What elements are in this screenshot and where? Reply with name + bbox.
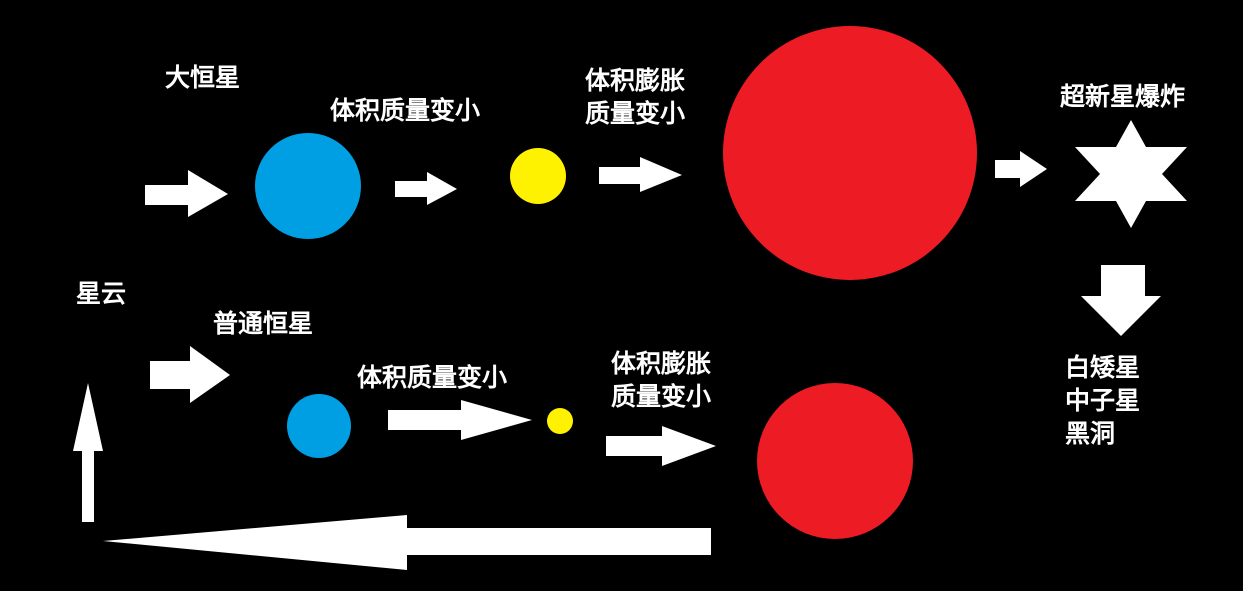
lower-expand-label: 体积膨胀 质量变小	[611, 347, 711, 413]
arrow-lower-shrink	[388, 400, 532, 440]
return-arrow-up	[73, 383, 103, 522]
arrow-to-massive-star	[145, 170, 228, 217]
ordinary-star-label: 普通恒星	[213, 309, 314, 338]
supernova-explosion-icon	[1075, 120, 1187, 228]
red-giant-circle	[757, 383, 913, 539]
remnant-black-hole: 黑洞	[1065, 419, 1116, 448]
arrow-to-ordinary-star	[150, 346, 230, 403]
arrow-upper-shrink	[395, 172, 457, 205]
arrow-down-to-remnant	[1081, 265, 1161, 336]
ordinary-star-blue-circle	[287, 394, 351, 458]
upper-yellow-star-circle	[510, 148, 566, 204]
arrow-to-supernova	[995, 151, 1047, 187]
remnant-label: 白矮星 中子星 黑洞	[1065, 351, 1140, 450]
upper-expand-line-1: 体积膨胀	[585, 66, 686, 95]
lower-yellow-star-circle	[547, 408, 573, 434]
remnant-neutron-star: 中子星	[1065, 386, 1141, 415]
remnant-white-dwarf: 白矮星	[1065, 353, 1141, 382]
nebula-label: 星云	[76, 279, 127, 308]
arrow-lower-expand	[606, 426, 716, 466]
upper-shrink-label: 体积质量变小	[330, 96, 481, 125]
lower-shrink-label: 体积质量变小	[357, 363, 508, 392]
massive-star-blue-circle	[255, 133, 361, 239]
upper-expand-line-2: 质量变小	[585, 99, 686, 128]
lower-expand-line-1: 体积膨胀	[611, 349, 712, 378]
arrow-upper-expand	[599, 157, 682, 192]
red-supergiant-circle	[723, 26, 977, 280]
return-arrow-left	[103, 515, 711, 570]
supernova-label: 超新星爆炸	[1060, 82, 1186, 111]
upper-expand-label: 体积膨胀 质量变小	[585, 64, 685, 130]
massive-star-label: 大恒星	[165, 63, 241, 92]
lower-expand-line-2: 质量变小	[611, 382, 712, 411]
